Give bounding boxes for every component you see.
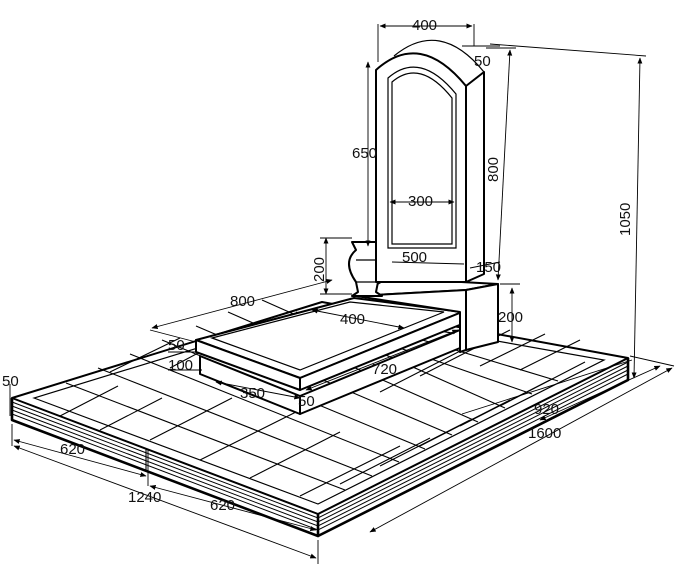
label-stand-height: 200 bbox=[498, 309, 523, 326]
label-total-height: 1050 bbox=[617, 203, 634, 236]
label-paving-edge: 50 bbox=[2, 373, 19, 390]
stele bbox=[375, 39, 485, 283]
label-stand-depth: 150 bbox=[476, 259, 501, 276]
label-stele-height: 800 bbox=[485, 157, 502, 182]
label-paving-length: 1600 bbox=[528, 425, 561, 442]
label-flowerbed-base: 100 bbox=[168, 357, 193, 374]
label-stand-width: 500 bbox=[402, 249, 427, 266]
label-flowerbed-inner-width: 400 bbox=[340, 311, 365, 328]
label-flowerbed-base-width: 350 bbox=[240, 385, 265, 402]
label-stele-inner-width: 300 bbox=[408, 193, 433, 210]
label-flowerbed-length: 800 bbox=[230, 293, 255, 310]
label-flowerbed-top: 50 bbox=[168, 337, 185, 354]
dimension-lines bbox=[9, 23, 675, 564]
label-front-left: 620 bbox=[60, 441, 85, 458]
label-flowerbed-width: 720 bbox=[372, 361, 397, 378]
label-stele-arch-height: 650 bbox=[352, 145, 377, 162]
label-stele-thickness: 50 bbox=[474, 53, 491, 70]
label-vase-height: 200 bbox=[311, 257, 328, 282]
dimension-labels: 400 50 650 300 800 1050 500 150 200 200 … bbox=[2, 17, 634, 514]
label-front-right: 620 bbox=[210, 497, 235, 514]
label-front-total: 1240 bbox=[128, 489, 161, 506]
label-stele-width: 400 bbox=[412, 17, 437, 34]
label-paving-920: 920 bbox=[534, 401, 559, 418]
label-flowerbed-offset: 50 bbox=[298, 393, 315, 410]
